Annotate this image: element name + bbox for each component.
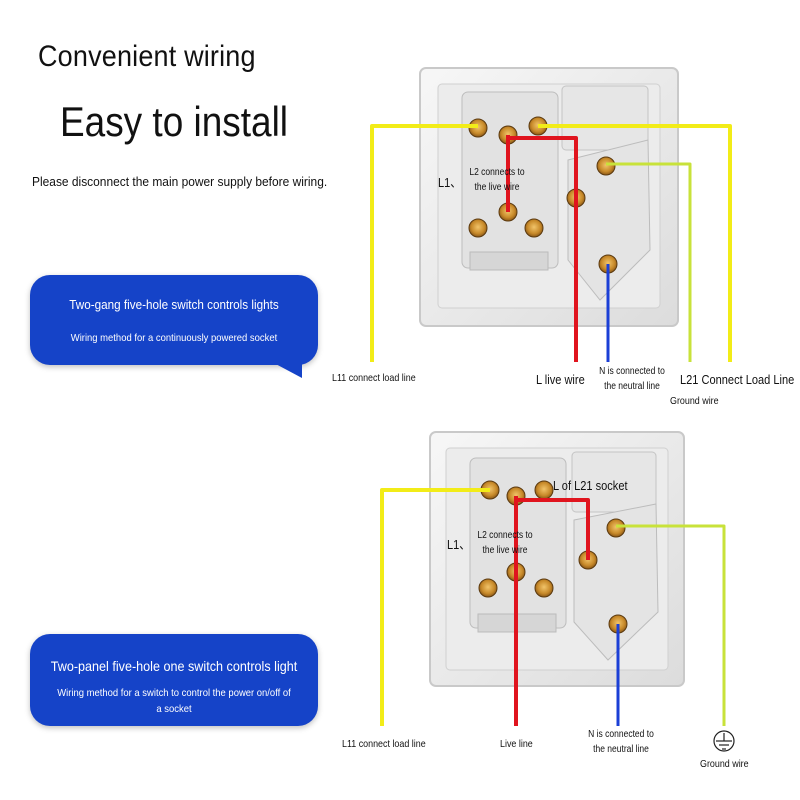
label-ground-top: Ground wire [670,395,719,407]
label-l21-top: L21 Connect Load Line [680,372,795,387]
label-neutral-top: N is connected to the neutral line [599,366,665,392]
bubble-tail [272,362,302,378]
switch-socket-back-top [419,67,679,327]
label-l11-top: L11 connect load line [332,372,416,384]
label-neutral-bottom: N is connected to the neutral line [588,729,654,755]
bubble-title: Two-panel five-hole one switch controls … [50,658,298,674]
heading-convenient-wiring: Convenient wiring [38,40,256,73]
info-bubble-switch-controlled-socket: Two-panel five-hole one switch controls … [30,634,318,726]
label-l1-bottom: L1、 [447,537,471,552]
label-ground-bottom: Ground wire [700,758,749,770]
label-l11-bottom: L11 connect load line [342,738,426,750]
label-l2-bottom: L2 connects to the live wire [477,530,533,556]
switch-socket-back-bottom [429,431,685,687]
label-l2-top: L2 connects to the live wire [469,167,525,193]
ground-symbol-icon [713,730,735,752]
bubble-subtitle: Wiring method for a switch to control th… [57,687,291,715]
safety-warning: Please disconnect the main power supply … [32,174,328,189]
wires-bottom [380,488,726,726]
label-live-top: L live wire [536,372,585,387]
label-live-bottom: Live line [500,738,533,750]
heading-easy-to-install: Easy to install [60,98,289,145]
label-l-of-l21: L of L21 socket [553,478,628,493]
bubble-subtitle: Wiring method for a continuously powered… [70,332,278,344]
info-bubble-continuous-socket: Two-gang five-hole switch controls light… [30,275,318,365]
bubble-title: Two-gang five-hole switch controls light… [69,297,279,312]
label-l1-top: L1、 [438,175,462,190]
terminal-screws-bottom [478,480,628,634]
wires-top [370,124,732,362]
